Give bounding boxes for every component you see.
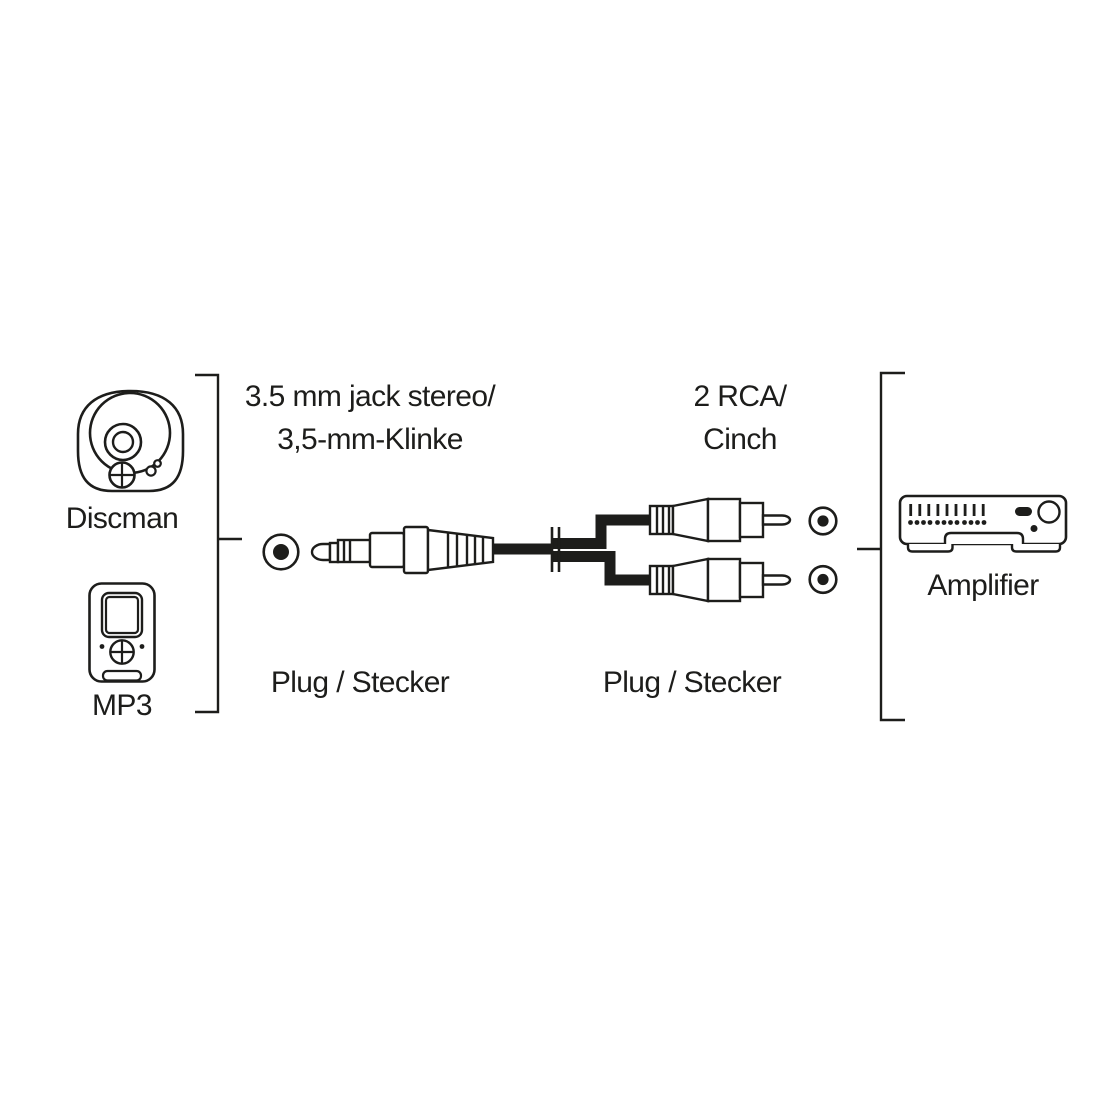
rca-socket-bottom-icon — [808, 564, 838, 595]
jack-type-line2: 3,5-mm-Klinke — [277, 423, 463, 456]
rca-plug-top-icon — [648, 497, 792, 543]
rca-socket-top-icon — [808, 506, 838, 536]
discman-label: Discman — [65, 502, 179, 535]
plug-label-right: Plug / Stecker — [602, 666, 782, 699]
amplifier-group-bracket — [857, 371, 905, 722]
jack-socket-icon — [262, 533, 300, 571]
mp3-screen — [104, 595, 140, 635]
discman-tiny-button — [153, 459, 162, 468]
amplifier-knob — [1037, 500, 1061, 524]
jack-plug-icon — [310, 525, 495, 575]
source-group-bracket — [195, 373, 242, 714]
amplifier-power-dot — [1030, 525, 1038, 532]
amplifier-tray — [943, 531, 1025, 544]
cable-cord — [493, 514, 651, 586]
jack-type-label: 3.5 mm jack stereo/ 3,5-mm-Klinke — [215, 375, 525, 461]
discman-control-button — [108, 461, 136, 489]
discman-icon — [76, 389, 185, 493]
amplifier-vents — [909, 504, 985, 516]
rca-plug-bottom-icon — [648, 557, 792, 603]
mp3-click-wheel — [109, 639, 135, 665]
mp3-right-dot — [139, 644, 145, 649]
amplifier-foot-right — [1010, 544, 1062, 553]
amplifier-display — [1015, 507, 1032, 516]
jack-type-line1: 3.5 mm jack stereo/ — [244, 380, 496, 413]
discman-small-button — [145, 465, 157, 477]
cable-splitter — [550, 527, 561, 572]
rca-type-line2: Cinch — [703, 423, 777, 456]
amplifier-foot-left — [906, 544, 954, 553]
amplifier-label: Amplifier — [927, 569, 1039, 602]
rca-type-label: 2 RCA/ Cinch — [615, 375, 865, 461]
cable-illustration — [262, 497, 838, 603]
mp3-label: MP3 — [92, 689, 152, 722]
cd-hub-inner — [111, 430, 135, 454]
mp3-left-dot — [99, 644, 105, 649]
mp3-bottom-slot — [101, 669, 143, 682]
amplifier-icon — [898, 494, 1068, 553]
mp3-player-icon — [88, 582, 156, 683]
plug-label-left: Plug / Stecker — [270, 666, 450, 699]
amplifier-dots — [908, 520, 987, 525]
rca-type-line1: 2 RCA/ — [693, 380, 787, 413]
